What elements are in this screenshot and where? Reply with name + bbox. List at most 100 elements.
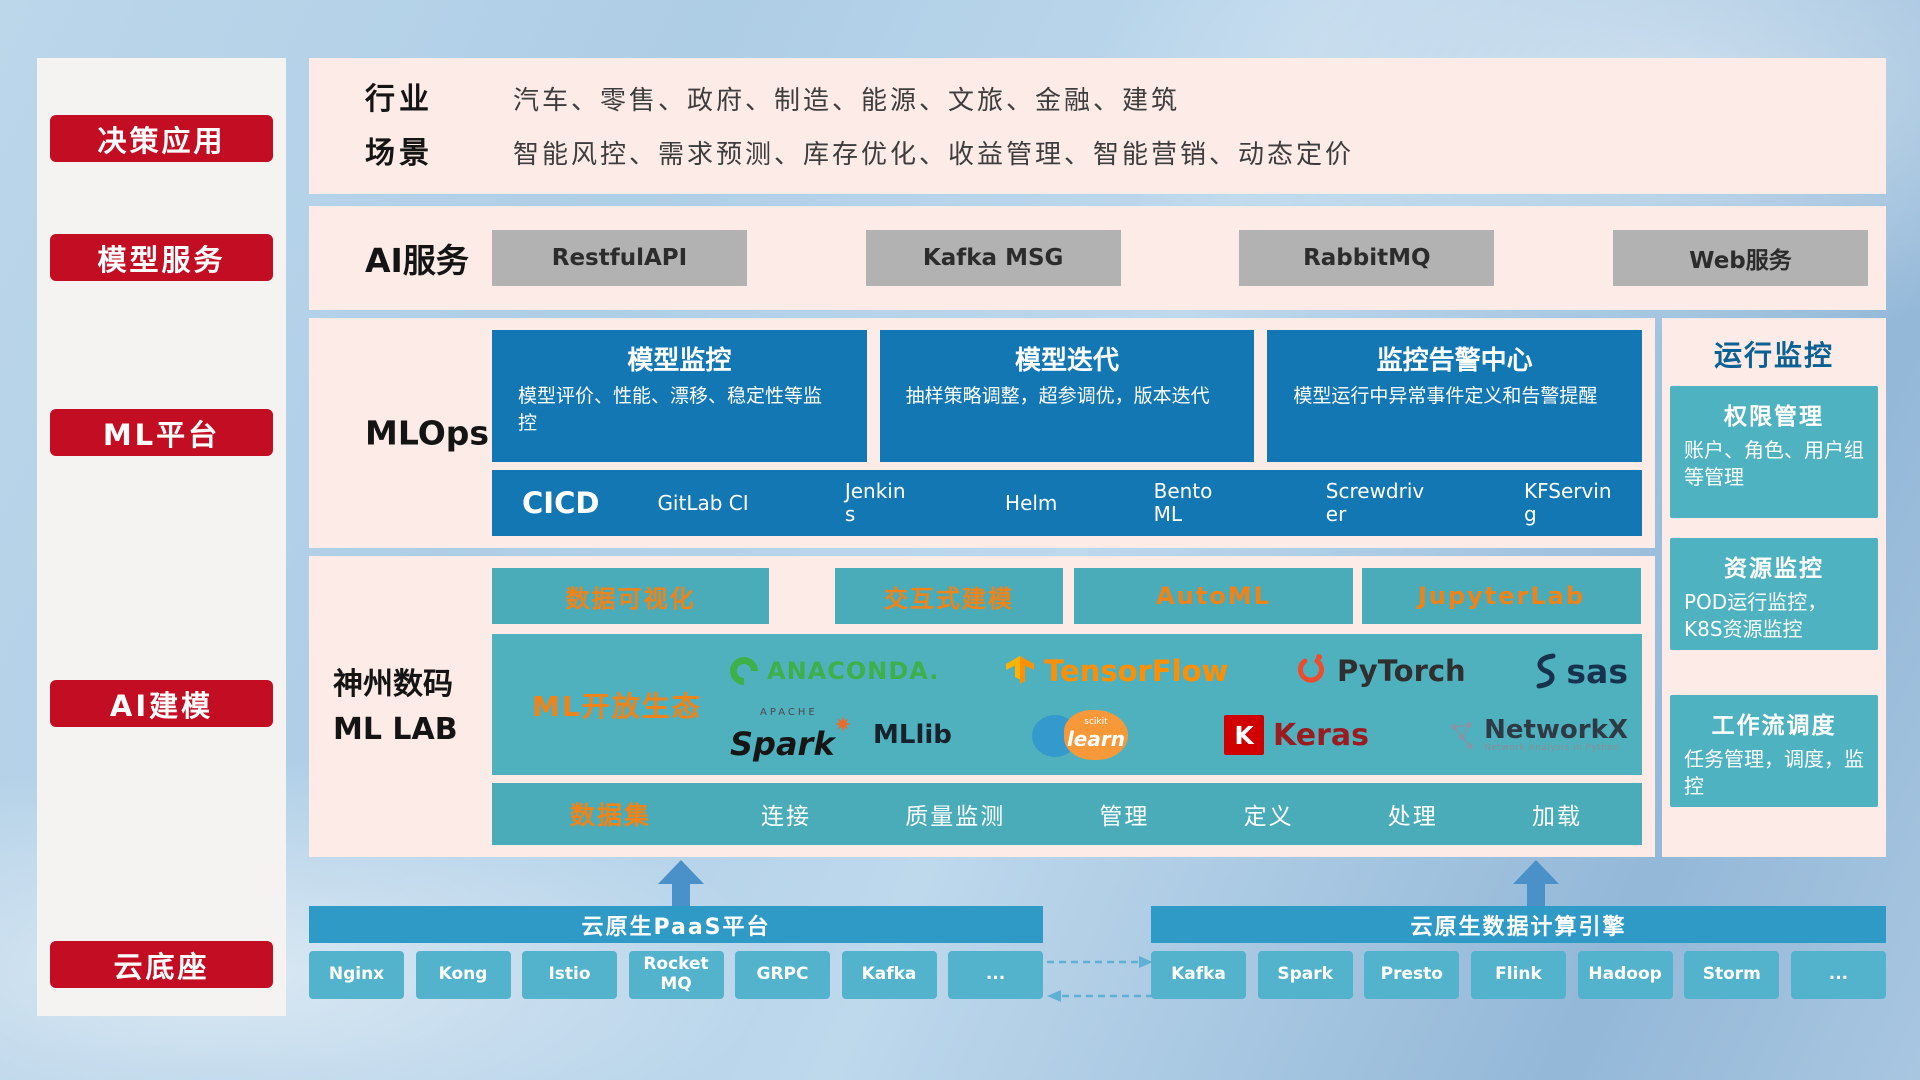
tensorflow-logo: TensorFlow — [1005, 654, 1228, 688]
cicd-item-gitlab-ci: GitLab CI — [657, 490, 749, 515]
up-arrow-paas — [658, 860, 704, 906]
industry-row: 行业 汽车、零售、政府、制造、能源、文旅、金融、建筑 — [365, 74, 1886, 128]
chip-presto: Presto — [1364, 951, 1460, 999]
mllab-label-line2: ML LAB — [333, 711, 458, 747]
permission-management-desc: 账户、角色、用户组等管理 — [1684, 438, 1864, 489]
cicd-items: GitLab CI Jenkins Helm BentoML Screwdriv… — [657, 480, 1612, 526]
rabbitmq-button: RabbitMQ — [1239, 230, 1495, 286]
logo-row-1: ANACONDA. TensorFlow — [724, 644, 1628, 698]
sas-icon — [1536, 653, 1556, 689]
industry-list: 汽车、零售、政府、制造、能源、文旅、金融、建筑 — [513, 86, 1181, 116]
model-iteration-title: 模型迭代 — [1015, 346, 1120, 376]
spark-apache-text: APACHE — [760, 707, 818, 718]
cicd-item-bentoml: BentoML — [1153, 479, 1213, 526]
pytorch-icon — [1298, 654, 1324, 683]
industry-label: 行业 — [365, 82, 433, 117]
mllab-panel: 神州数码 ML LAB 数据可视化 交互式建模 AutoML JupyterLa… — [309, 556, 1655, 857]
cicd-label: CICD — [522, 486, 600, 520]
cicd-item-helm: Helm — [1005, 490, 1058, 515]
layer-model-service: 模型服务 — [50, 234, 273, 281]
workflow-scheduling-card: 工作流调度 任务管理，调度，监控 — [1670, 695, 1878, 807]
sas-wordmark: sas — [1566, 651, 1628, 691]
pytorch-wordmark: PyTorch — [1337, 654, 1466, 688]
chip-more-paas: ... — [948, 951, 1043, 999]
scikit-small-text: scikit — [1084, 717, 1108, 727]
chip-kafka-engine: Kafka — [1151, 951, 1246, 999]
anaconda-wordmark: ANACONDA. — [767, 657, 940, 685]
pytorch-logo: PyTorch — [1294, 652, 1466, 690]
ml-ecosystem-box: ML开放生态 ANACONDA. TensorFlow — [492, 634, 1642, 775]
sas-logo: sas — [1531, 651, 1628, 691]
cicd-bar: CICD GitLab CI Jenkins Helm BentoML Scre… — [492, 470, 1642, 536]
alert-center-card: 监控告警中心 模型运行中异常事件定义和告警提醒 — [1267, 330, 1643, 462]
ai-service-label: AI服务 — [365, 241, 469, 280]
scenario-label: 场景 — [365, 136, 433, 171]
resource-monitoring-desc: POD运行监控，K8S资源监控 — [1684, 590, 1828, 641]
networkx-wordmark: NetworkX — [1484, 714, 1628, 745]
dataset-item-connect: 连接 — [761, 804, 812, 830]
cicd-item-screwdriver: Screwdriver — [1325, 479, 1425, 526]
dataset-item-load: 加载 — [1531, 804, 1582, 830]
logo-row-2: APACHE Spark ✷ MLlib scikit learn — [730, 704, 1628, 766]
networkx-logo: NetworkX Network Analysis in Python — [1449, 716, 1628, 754]
industry-scenario-panel: 行业 汽车、零售、政府、制造、能源、文旅、金融、建筑 场景 智能风控、需求预测、… — [309, 58, 1886, 194]
paas-platform-bar: 云原生PaaS平台 — [309, 906, 1043, 943]
tool-automl: AutoML — [1074, 568, 1353, 624]
networkx-icon — [1451, 721, 1474, 749]
networkx-subtitle: Network Analysis in Python — [1484, 743, 1620, 754]
run-monitoring-panel: 运行监控 权限管理 账户、角色、用户组等管理 资源监控 POD运行监控，K8S资… — [1662, 318, 1886, 857]
paas-components: Nginx Kong Istio RocketMQ GRPC Kafka ... — [309, 951, 1043, 999]
scikit-learn-logo: scikit learn — [1031, 708, 1144, 762]
model-monitoring-title: 模型监控 — [627, 346, 732, 376]
model-iteration-desc: 抽样策略调整，超参调优，版本迭代 — [905, 385, 1210, 407]
tensorflow-wordmark: TensorFlow — [1044, 654, 1229, 688]
dataset-item-manage: 管理 — [1099, 804, 1150, 830]
chip-kong: Kong — [415, 951, 511, 999]
permission-management-card: 权限管理 账户、角色、用户组等管理 — [1670, 386, 1878, 518]
ai-service-buttons: RestfulAPI Kafka MSG RabbitMQ Web服务 — [492, 230, 1868, 286]
model-monitoring-card: 模型监控 模型评价、性能、漂移、稳定性等监控 — [492, 330, 867, 462]
anaconda-logo: ANACONDA. — [724, 651, 940, 691]
chip-spark: Spark — [1257, 951, 1353, 999]
layer-cloud-base: 云底座 — [50, 941, 273, 988]
dataset-item-define: 定义 — [1243, 804, 1294, 830]
mllab-label-line1: 神州数码 — [333, 666, 453, 702]
chip-storm: Storm — [1684, 951, 1780, 999]
dashed-exchange-arrows — [1047, 956, 1153, 1002]
ml-ecosystem-label: ML开放生态 — [532, 689, 702, 723]
up-arrow-engine — [1513, 860, 1559, 906]
layer-ai-modeling: AI建模 — [50, 680, 273, 727]
keras-logo: K Keras — [1224, 715, 1369, 755]
left-layer-sidebar: 决策应用 模型服务 ML平台 AI建模 云底座 — [37, 58, 286, 1016]
dataset-label: 数据集 — [570, 801, 652, 830]
chip-kafka-paas: Kafka — [841, 951, 937, 999]
model-iteration-card: 模型迭代 抽样策略调整，超参调优，版本迭代 — [879, 330, 1255, 462]
data-engine-bar: 云原生数据计算引擎 — [1151, 906, 1886, 943]
chip-rocketmq: RocketMQ — [628, 951, 724, 999]
spark-mllib-logo: APACHE Spark ✷ MLlib — [730, 707, 952, 763]
alert-center-title: 监控告警中心 — [1376, 346, 1533, 376]
chip-flink: Flink — [1470, 951, 1566, 999]
chip-grpc: GRPC — [735, 951, 830, 999]
restful-api-button: RestfulAPI — [492, 230, 747, 286]
networkx-text-block: NetworkX Network Analysis in Python — [1484, 716, 1628, 754]
mlops-panel: MLOps 模型监控 模型评价、性能、漂移、稳定性等监控 模型迭代 抽样策略调整… — [309, 318, 1655, 548]
scenario-row: 场景 智能风控、需求预测、库存优化、收益管理、智能营销、动态定价 — [365, 128, 1886, 182]
engine-components: Kafka Spark Presto Flink Hadoop Storm ..… — [1151, 951, 1886, 999]
workflow-scheduling-title: 工作流调度 — [1711, 713, 1837, 739]
run-monitoring-title: 运行监控 — [1713, 339, 1834, 372]
mllab-tools-row: 数据可视化 交互式建模 AutoML JupyterLab — [492, 568, 1642, 624]
permission-management-title: 权限管理 — [1724, 404, 1824, 430]
layer-ml-platform: ML平台 — [50, 409, 273, 456]
dataset-item-process: 处理 — [1387, 804, 1438, 830]
dataset-bar: 数据集 连接 质量监测 管理 定义 处理 加载 — [492, 783, 1642, 845]
tool-jupyterlab: JupyterLab — [1362, 568, 1641, 624]
keras-icon: K — [1224, 715, 1265, 755]
scikit-learn-wordmark: learn — [1066, 727, 1125, 751]
chip-nginx: Nginx — [309, 951, 404, 999]
tensorflow-icon — [1006, 656, 1035, 684]
mllib-wordmark: MLlib — [873, 720, 952, 750]
layer-decision-application: 决策应用 — [50, 115, 273, 162]
cicd-item-kfserving: KFServing — [1523, 479, 1612, 526]
